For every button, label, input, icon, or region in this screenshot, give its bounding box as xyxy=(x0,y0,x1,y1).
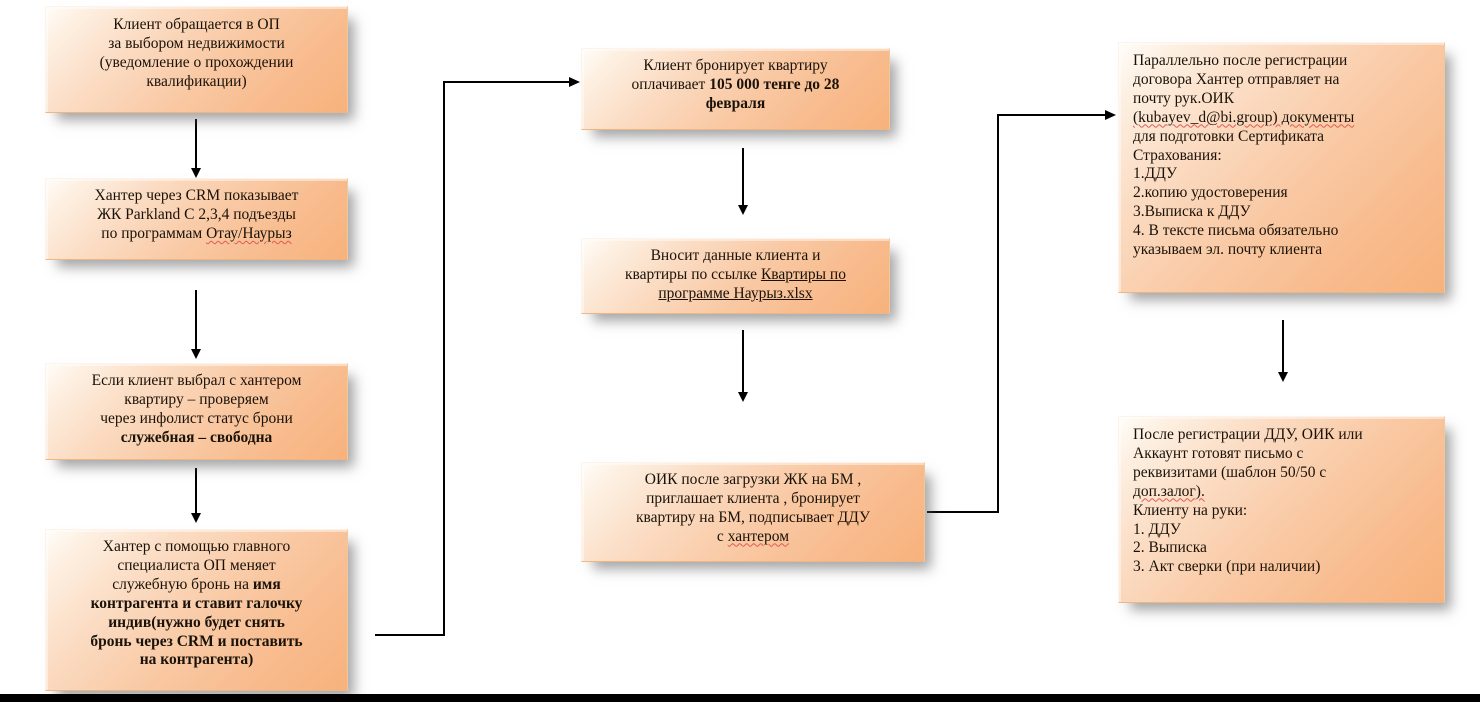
arrowhead-m1-m2 xyxy=(738,205,748,215)
connector-m3-r1-seg-h1 xyxy=(927,511,999,513)
node-send-docs-for-insurance[interactable]: Параллельно после регистрации договора Х… xyxy=(1118,42,1445,293)
text-line: почту рук.ОИК xyxy=(1133,89,1235,107)
connector-l3-l4 xyxy=(195,468,197,516)
node-body: Параллельно после регистрации договора Х… xyxy=(1133,52,1434,260)
node-body: Клиент обращается в ОП за выбором недвиж… xyxy=(56,16,337,92)
arrowhead-l3-l4 xyxy=(191,513,201,523)
text-line: После регистрации ДДУ, ОИК или xyxy=(1133,426,1363,443)
node-body: Хантер с помощью главного специалиста ОП… xyxy=(54,538,339,670)
node-body: ОИК после загрузки ЖК на БМ , приглашает… xyxy=(590,471,916,547)
text-line: Вносит данные клиента и xyxy=(650,247,821,264)
text-fragment-spellcheck: хантером xyxy=(727,527,790,545)
text-fragment-bold: имя xyxy=(252,575,281,593)
node-prepare-payment-letter[interactable]: После регистрации ДДУ, ОИК или Аккаунт г… xyxy=(1118,416,1445,603)
arrowhead-r1-r2 xyxy=(1278,372,1288,382)
connector-m1-m2 xyxy=(742,148,744,208)
text-line: ОИК после загрузки ЖК на БМ , xyxy=(644,471,862,488)
text-line: Клиент обращается в ОП xyxy=(113,16,280,33)
connector-m3-r1-seg-h2 xyxy=(997,114,1107,116)
node-check-booking-status[interactable]: Если клиент выбрал с хантером квартиру –… xyxy=(45,363,348,460)
text-fragment: квартиры по ссылке xyxy=(625,265,761,283)
text-line: Страхования: xyxy=(1133,146,1222,164)
text-line: на контрагента) xyxy=(139,651,254,669)
connector-l2-l3 xyxy=(195,290,197,352)
node-client-request[interactable]: Клиент обращается в ОП за выбором недвиж… xyxy=(45,6,348,113)
list-item: 3.Выписка к ДДУ xyxy=(1133,203,1251,221)
bottom-black-bar xyxy=(0,694,1480,702)
text-line: для подготовки Сертификата xyxy=(1133,127,1324,145)
list-item: 4. В тексте письма обязательно xyxy=(1133,222,1339,240)
text-line: Клиенту на руки: xyxy=(1133,501,1248,519)
arrowhead-m2-m3 xyxy=(738,392,748,402)
text-line: Хантер с помощью главного xyxy=(102,538,291,555)
list-item: 1. ДДУ xyxy=(1133,520,1181,538)
connector-l4-m1-seg-h1 xyxy=(375,634,445,636)
text-line: служебную бронь на имя xyxy=(54,576,339,595)
text-line: за выбором недвижимости xyxy=(108,34,285,52)
text-line: договора Хантер отправляет на xyxy=(1133,70,1340,88)
connector-m2-m3 xyxy=(742,330,744,395)
arrowhead-l2-l3 xyxy=(191,349,201,359)
node-change-service-booking[interactable]: Хантер с помощью главного специалиста ОП… xyxy=(45,529,348,691)
arrowhead-m3-r1 xyxy=(1105,110,1116,120)
text-fragment: служебную бронь на xyxy=(112,575,253,593)
node-client-books-and-pays[interactable]: Клиент бронирует квартиру оплачивает 105… xyxy=(581,48,890,130)
connector-l4-m1-seg-v xyxy=(443,81,445,636)
text-line: Клиент бронирует квартиру xyxy=(643,57,828,74)
connector-l4-m1-seg-h2 xyxy=(443,81,571,83)
text-fragment-bold: 105 000 тенге до 28 xyxy=(709,75,840,93)
node-enter-client-data[interactable]: Вносит данные клиента и квартиры по ссыл… xyxy=(581,238,890,314)
text-line: служебная – свободна xyxy=(120,428,273,446)
node-body: Хантер через CRM показывает ЖК Parkland … xyxy=(56,187,337,244)
text-line: квартиру на БМ, подписывает ДДУ xyxy=(636,508,870,526)
text-fragment: по программам xyxy=(101,224,207,242)
connector-r1-r2 xyxy=(1282,320,1284,375)
text-line: специалиста ОП меняет xyxy=(117,556,276,574)
text-line: Параллельно после регистрации xyxy=(1133,52,1348,69)
text-line: приглашает клиента , бронирует xyxy=(646,489,860,507)
connector-l1-l2 xyxy=(195,119,197,171)
text-line: квартиры по ссылке Квартиры по xyxy=(592,266,879,285)
arrowhead-l4-m1 xyxy=(569,77,580,87)
list-item: 2. Выписка xyxy=(1133,539,1207,557)
node-body: Клиент бронирует квартиру оплачивает 105… xyxy=(592,57,879,114)
text-line: бронь через CRM и поставить xyxy=(90,632,303,650)
text-line: индив(нужно будет снять xyxy=(108,613,285,631)
node-body: Если клиент выбрал с хантером квартиру –… xyxy=(56,372,337,448)
text-line-email: (kubayev_d@bi.group) документы xyxy=(1133,108,1355,126)
list-item: 1.ДДУ xyxy=(1133,165,1177,183)
text-line: доп.залог). xyxy=(1133,482,1205,500)
connector-m3-r1-seg-v xyxy=(997,114,999,513)
arrowhead-l1-l2 xyxy=(191,168,201,178)
list-item: указываем эл. почту клиента xyxy=(1133,241,1323,259)
link-text[interactable]: программе Наурыз.xlsx xyxy=(658,284,813,302)
node-body: Вносит данные клиента и квартиры по ссыл… xyxy=(592,247,879,304)
text-line: оплачивает 105 000 тенге до 28 xyxy=(592,76,879,95)
node-hunter-crm-show[interactable]: Хантер через CRM показывает ЖК Parkland … xyxy=(45,178,348,260)
text-line: с хантером xyxy=(590,528,916,547)
list-item: 2.копию удостоверения xyxy=(1133,184,1288,202)
text-line: через инфолист статус брони xyxy=(100,409,293,427)
node-body: После регистрации ДДУ, ОИК или Аккаунт г… xyxy=(1133,426,1434,577)
text-line: (уведомление о прохождении xyxy=(99,53,294,71)
text-line: квалификации) xyxy=(146,72,247,90)
text-line: ЖК Parkland C 2,3,4 подъезды xyxy=(97,205,296,223)
list-item: 3. Акт сверки (при наличии) xyxy=(1133,558,1321,576)
text-line: контрагента и ставит галочку xyxy=(90,594,303,612)
text-line: реквизитами (шаблон 50/50 с xyxy=(1133,463,1327,481)
node-oik-loads-and-signs[interactable]: ОИК после загрузки ЖК на БМ , приглашает… xyxy=(581,462,925,562)
link-text[interactable]: Квартиры по xyxy=(760,265,846,283)
text-line: Аккаунт готовят письмо с xyxy=(1133,444,1304,462)
text-line: Если клиент выбрал с хантером xyxy=(91,372,302,389)
text-fragment: с xyxy=(716,527,728,545)
text-line: квартиру – проверяем xyxy=(124,390,269,408)
text-line: по программам Отау/Наурыз xyxy=(56,225,337,244)
text-fragment: оплачивает xyxy=(631,75,710,93)
text-line: Хантер через CRM показывает xyxy=(94,187,299,204)
text-fragment-spellcheck: Отау/Наурыз xyxy=(206,224,292,242)
text-line: февраля xyxy=(705,94,766,112)
